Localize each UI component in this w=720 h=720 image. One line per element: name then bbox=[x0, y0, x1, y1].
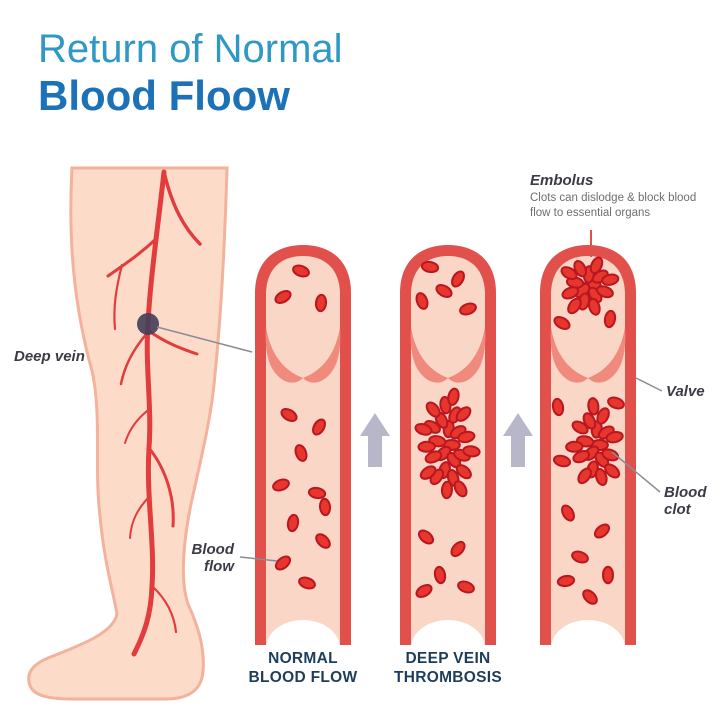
title-line2: Blood Floow bbox=[38, 72, 290, 120]
label-embolus-block: Embolus Clots can dislodge & block blood… bbox=[530, 172, 708, 221]
label-deep-vein: Deep vein bbox=[14, 348, 85, 365]
label-embolus-title: Embolus bbox=[530, 172, 594, 189]
tube-opening bbox=[551, 620, 625, 645]
valve-icon bbox=[410, 327, 486, 383]
label-blood-clot-line1: Blood bbox=[664, 484, 707, 501]
label-embolus-desc: Clots can dislodge & block blood flow to… bbox=[530, 192, 697, 220]
label-blood-flow: Blood flow bbox=[182, 541, 235, 576]
title-line1: Return of Normal bbox=[38, 27, 343, 71]
blood-cells bbox=[551, 256, 625, 605]
vein-tube-dvt bbox=[400, 245, 496, 645]
page-title: Return of Normal Blood Floow bbox=[38, 26, 343, 121]
vein-tube-normal bbox=[255, 245, 351, 645]
valve-icon bbox=[550, 327, 626, 383]
leg-illustration bbox=[27, 166, 229, 701]
caption-line: DEEP VEIN bbox=[405, 650, 491, 667]
leg-vein-network bbox=[106, 169, 202, 657]
up-arrow-icon bbox=[360, 413, 390, 467]
caption-line: THROMBOSIS bbox=[393, 669, 503, 687]
blood-cells bbox=[414, 260, 481, 598]
label-blood-clot-line2: clot bbox=[664, 501, 691, 519]
blood-cells bbox=[272, 264, 332, 590]
valve-connector-line bbox=[635, 377, 663, 392]
vein-tube-embolus bbox=[540, 245, 636, 645]
caption-deep-vein-thrombosis: DEEP VEIN THROMBOSIS bbox=[373, 649, 523, 688]
tube-opening bbox=[266, 620, 340, 645]
caption-line: BLOOD FLOW bbox=[248, 669, 358, 687]
up-arrow-icon bbox=[503, 413, 533, 467]
label-valve: Valve bbox=[666, 383, 705, 400]
label-blood-flow-line2: flow bbox=[204, 558, 234, 576]
caption-line: NORMAL bbox=[268, 650, 338, 667]
tube-opening bbox=[411, 620, 485, 645]
label-blood-flow-line1: Blood bbox=[191, 541, 235, 558]
label-blood-clot: Blood clot bbox=[664, 484, 712, 519]
caption-normal-blood-flow: NORMAL BLOOD FLOW bbox=[228, 649, 378, 688]
deep-vein-marker bbox=[137, 313, 159, 335]
valve-icon bbox=[265, 327, 341, 383]
